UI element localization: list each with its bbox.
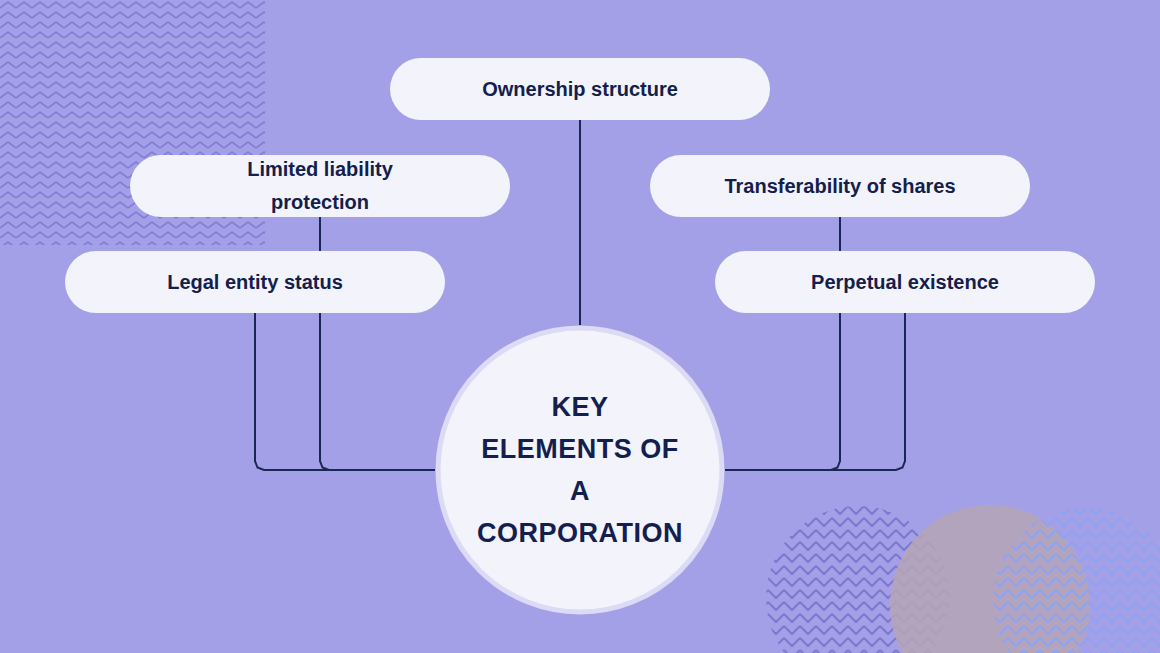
- element-label: Limited liability protection: [220, 153, 420, 219]
- connector-line: [579, 120, 581, 325]
- connector-line: [255, 313, 435, 470]
- circle-shape: [438, 328, 722, 612]
- element-pill: Perpetual existence: [715, 251, 1095, 313]
- element-pill: Limited liability protection: [130, 155, 510, 217]
- circle-outline: [435, 325, 725, 615]
- center-circle: KEY ELEMENTS OF A CORPORATION: [435, 325, 725, 615]
- center-title: KEY ELEMENTS OF A CORPORATION: [473, 386, 688, 554]
- element-pill: Ownership structure: [390, 58, 770, 120]
- zigzag-circle: [993, 508, 1160, 653]
- element-label: Legal entity status: [167, 266, 343, 299]
- element-label: Perpetual existence: [811, 266, 999, 299]
- element-pill: Transferability of shares: [650, 155, 1030, 217]
- connector-line: [725, 313, 905, 470]
- element-label: Transferability of shares: [724, 170, 955, 203]
- element-label: Ownership structure: [482, 73, 678, 106]
- element-pill: Legal entity status: [65, 251, 445, 313]
